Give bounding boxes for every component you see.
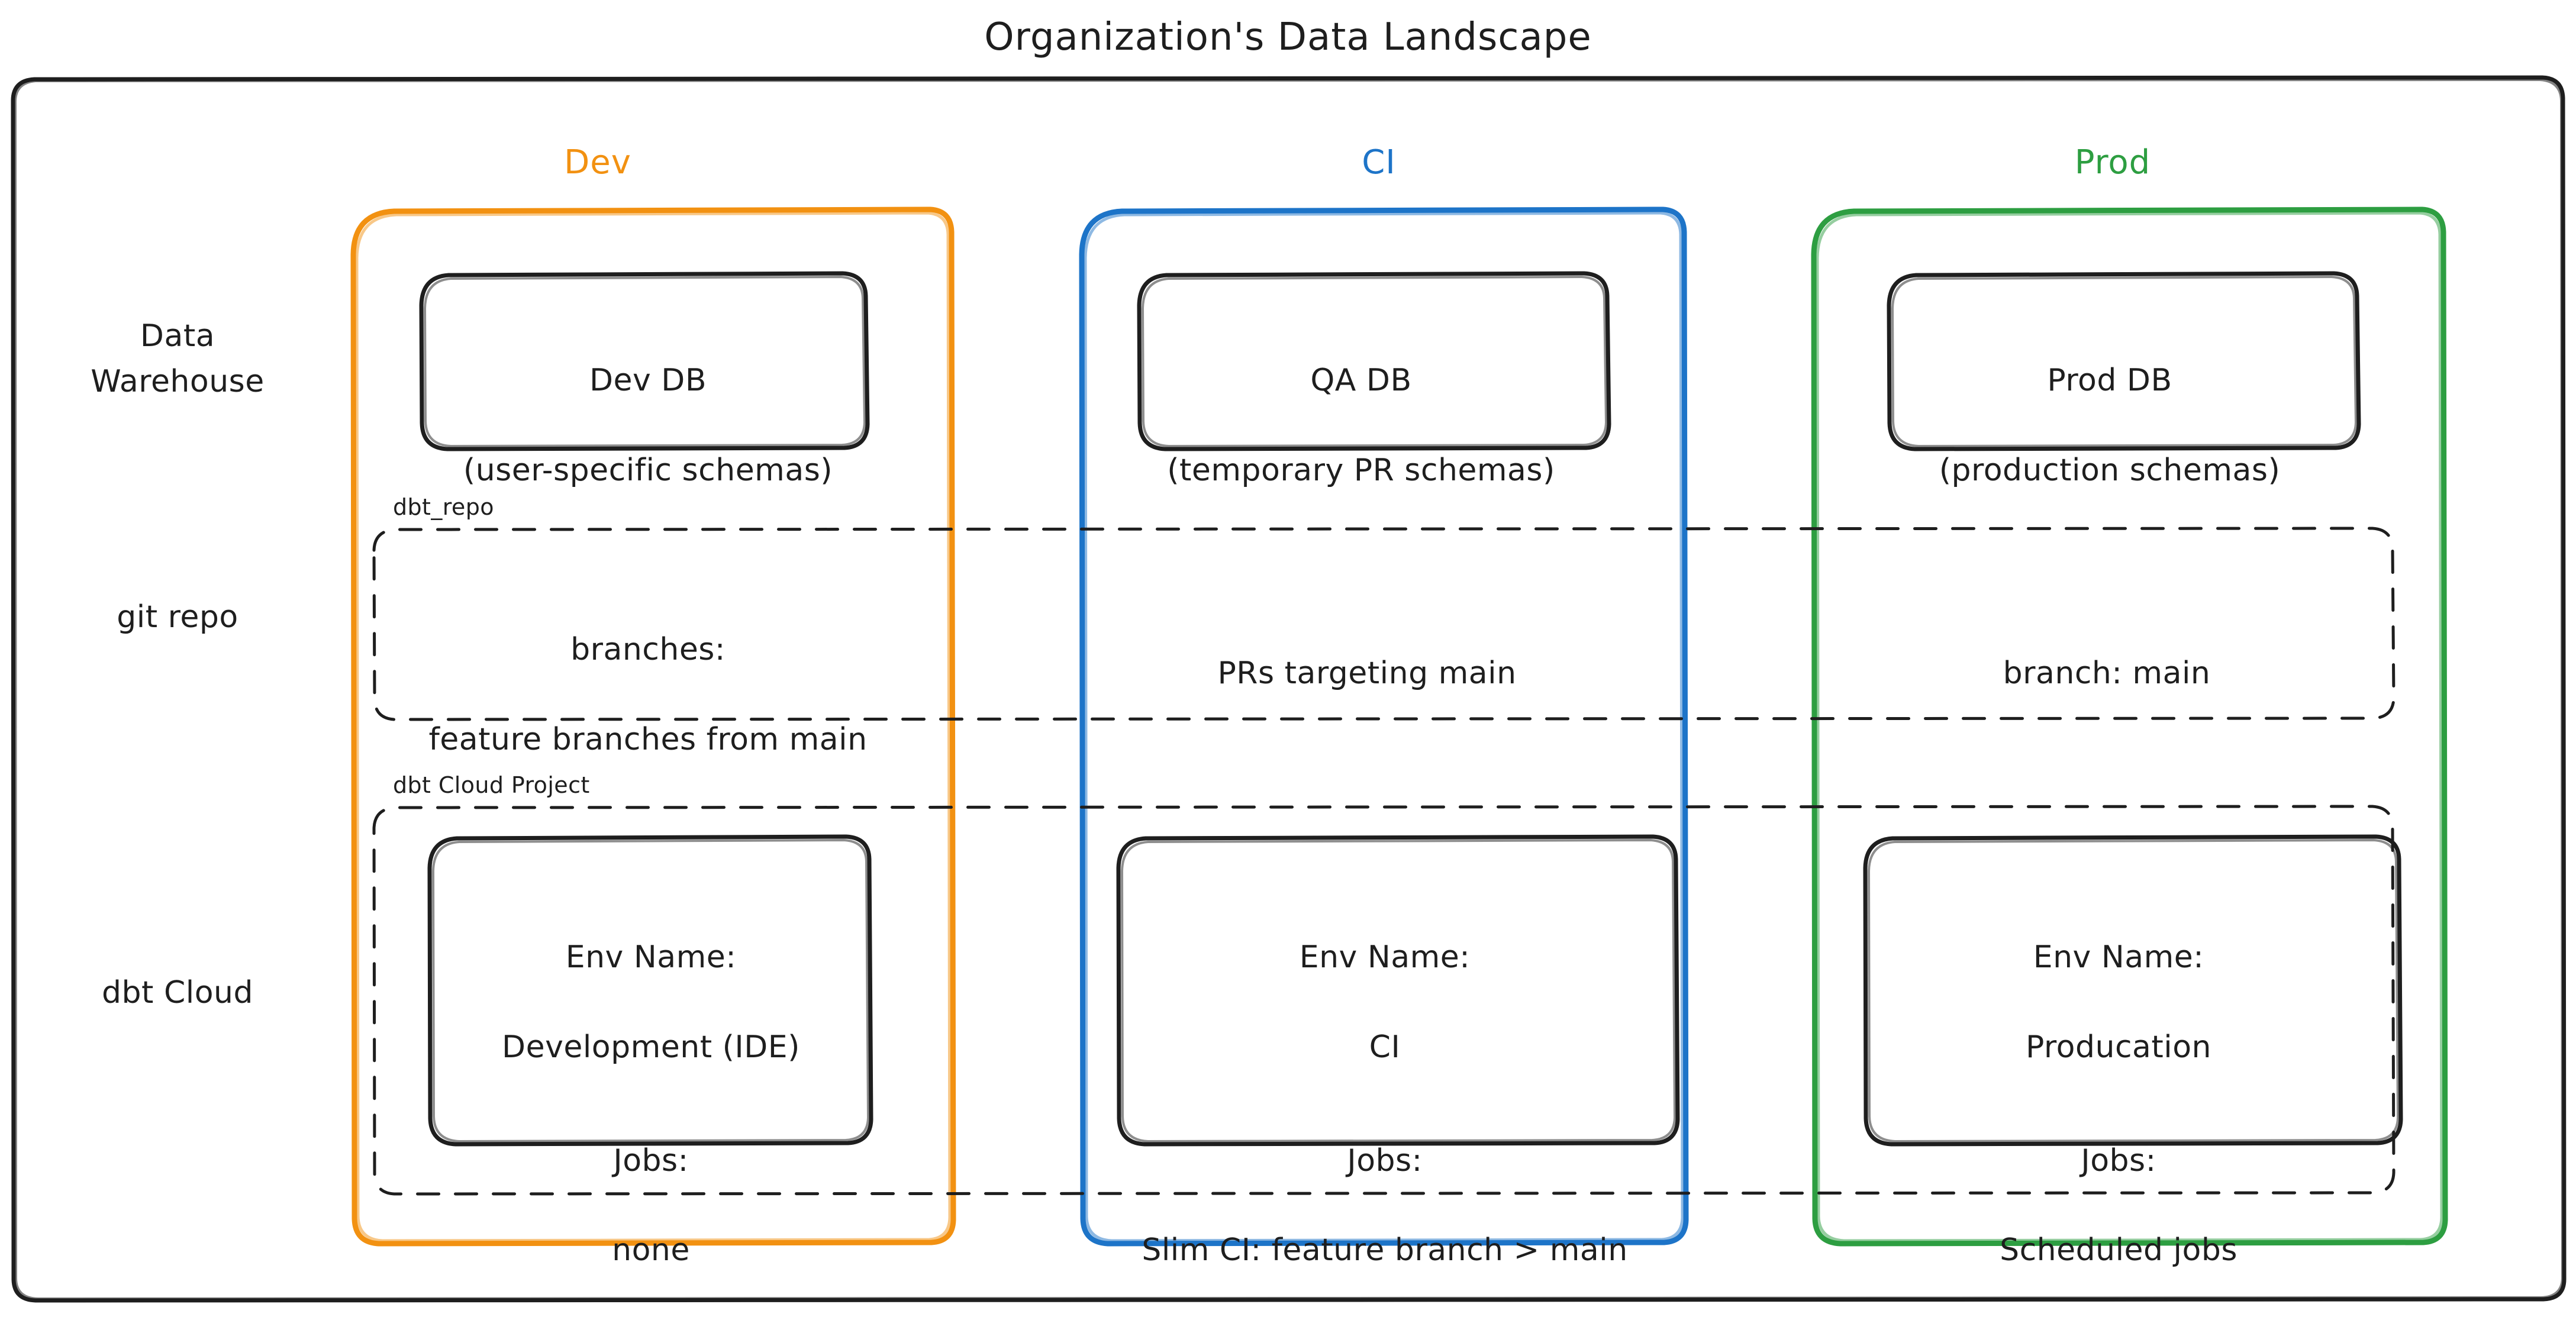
node-prod-db-detail: (production schemas) — [1939, 452, 2281, 488]
node-git-dev-line1: branches: — [570, 631, 726, 667]
node-dbt-ci-env-label: Env Name: — [1299, 939, 1471, 975]
row-label-git-repo: git repo — [117, 599, 238, 635]
node-dbt-dev-jobs-label: Jobs: — [613, 1142, 689, 1179]
column-header-dev: Dev — [564, 143, 631, 182]
spacer — [1113, 1070, 1657, 1094]
node-dbt-prod-env-value: Producation — [2025, 1029, 2212, 1065]
node-git-dev-line2: feature branches from main — [428, 721, 868, 757]
node-qa-db-title: QA DB — [1310, 362, 1412, 398]
node-dbt-dev-env-value: Development (IDE) — [502, 1029, 800, 1065]
node-git-ci-line1: PRs targeting main — [1217, 655, 1517, 691]
row-label-dbt-cloud: dbt Cloud — [102, 975, 253, 1011]
spacer — [426, 1070, 876, 1094]
page-title: Organization's Data Landscape — [984, 15, 1592, 59]
node-dev-db-title: Dev DB — [589, 362, 707, 398]
node-dbt-dev-env-label: Env Name: — [565, 939, 737, 975]
node-dbt-dev-jobs-value: none — [612, 1232, 690, 1268]
node-prod-db: Prod DB (production schemas) — [1876, 314, 2343, 493]
node-dev-db: Dev DB (user-specific schemas) — [414, 314, 882, 493]
group-label-dbt-repo: dbt_repo — [393, 494, 494, 520]
node-git-ci: PRs targeting main — [1160, 606, 1574, 696]
node-qa-db: QA DB (temporary PR schemas) — [1124, 314, 1598, 493]
column-header-ci: CI — [1362, 143, 1396, 182]
group-label-dbt-cloud-project: dbt Cloud Project — [393, 772, 590, 798]
node-dbt-dev: Env Name: Development (IDE) Jobs: none — [426, 890, 876, 1273]
node-dbt-prod-jobs-label: Jobs: — [2081, 1142, 2156, 1179]
node-git-prod: branch: main — [1947, 606, 2267, 696]
row-label-data-warehouse: Data Warehouse — [91, 318, 265, 399]
node-dbt-ci-jobs-value: Slim CI: feature branch > main — [1142, 1232, 1628, 1268]
column-header-prod: Prod — [2074, 143, 2151, 182]
node-git-dev: branches: feature branches from main — [385, 583, 911, 763]
node-dbt-ci: Env Name: CI Jobs: Slim CI: feature bran… — [1113, 890, 1657, 1273]
node-dev-db-detail: (user-specific schemas) — [463, 452, 833, 488]
node-git-prod-line1: branch: main — [2003, 655, 2211, 691]
node-qa-db-detail: (temporary PR schemas) — [1167, 452, 1555, 488]
node-dbt-prod: Env Name: Producation Jobs: Scheduled jo… — [1858, 890, 2379, 1273]
node-prod-db-title: Prod DB — [2047, 362, 2172, 398]
node-dbt-ci-env-value: CI — [1369, 1029, 1401, 1065]
node-dbt-prod-env-label: Env Name: — [2033, 939, 2204, 975]
node-dbt-prod-jobs-value: Scheduled jobs — [2000, 1232, 2238, 1268]
spacer — [1858, 1070, 2379, 1094]
node-dbt-ci-jobs-label: Jobs: — [1347, 1142, 1423, 1179]
